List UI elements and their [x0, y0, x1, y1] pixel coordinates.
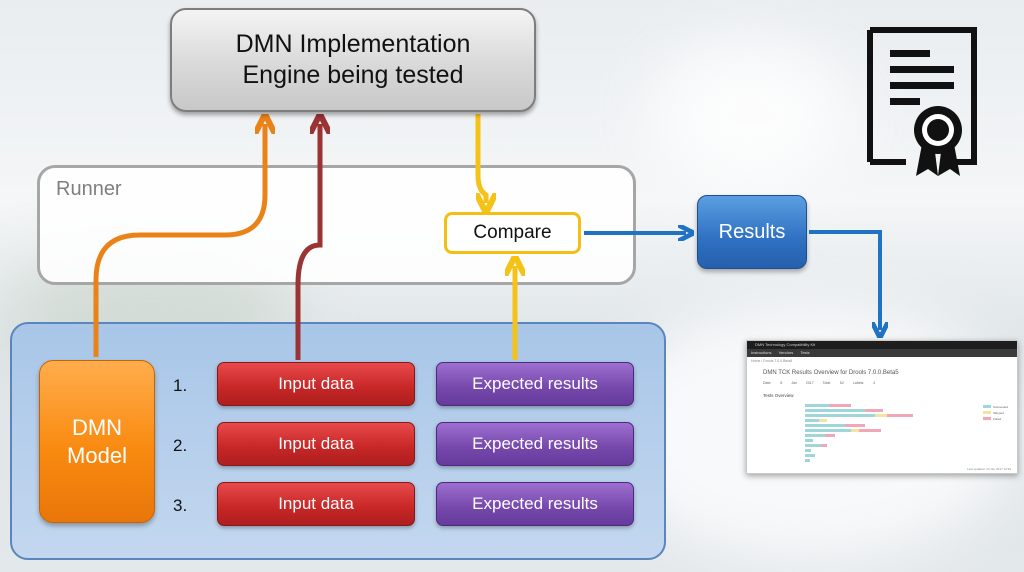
input-data-label: Input data — [278, 374, 354, 393]
report-header: DMN Technology Compatibility Kit — [747, 341, 1017, 349]
report-chart-legend: Succeeded Skipped Failed — [983, 405, 1008, 421]
test-case-number: 1. — [173, 376, 188, 395]
test-case-number: 3. — [173, 496, 188, 515]
report-legend-item: Failed — [993, 417, 1002, 421]
runner-label: Runner — [56, 178, 122, 200]
compare-label: Compare — [473, 222, 552, 243]
report-meta-item: Date: 8 Jan 2017 — [763, 381, 814, 385]
input-to-engine-arrow — [295, 124, 320, 360]
report-meta-item: Labels: 4 — [852, 381, 876, 385]
expected-results-label: Expected results — [472, 434, 598, 453]
model-to-engine-arrow — [93, 124, 265, 357]
expected-results-label: Expected results — [472, 374, 598, 393]
report-meta-item: Total: 52 — [822, 381, 844, 385]
expected-results-box: Expected results — [436, 482, 634, 526]
engine-box: DMN Implementation Engine being tested — [170, 8, 536, 112]
input-data-box: Input data — [217, 362, 415, 406]
report-overview-heading: Tests Overview — [763, 393, 794, 398]
expected-results-box: Expected results — [436, 362, 634, 406]
input-data-label: Input data — [278, 434, 354, 453]
dmn-model-box: DMN Model — [39, 360, 155, 523]
report-footer: Last updated: 10 Jan 2017 13:39 — [967, 467, 1011, 471]
certificate-icon — [867, 27, 977, 176]
input-data-label: Input data — [278, 494, 354, 513]
dmn-model-line2: Model — [67, 442, 127, 468]
engine-to-compare-arrow — [475, 114, 486, 203]
report-legend-item: Succeeded — [993, 405, 1008, 409]
test-case-number: 2. — [173, 436, 188, 455]
report-meta: Date: 8 Jan 2017 Total: 52 Labels: 4 — [763, 381, 875, 385]
report-nav-item: Tests — [800, 350, 810, 355]
report-nav-item: Vendors — [778, 350, 794, 355]
report-breadcrumb: Home / Drools 7.0.0.Beta5 — [751, 359, 793, 363]
report-chart-rows — [805, 404, 913, 462]
expected-results-label: Expected results — [472, 494, 598, 513]
input-data-box: Input data — [217, 482, 415, 526]
report-bar-chart: Succeeded Skipped Failed — [805, 404, 1008, 462]
input-data-box: Input data — [217, 422, 415, 466]
report-legend-item: Skipped — [993, 411, 1004, 415]
engine-title-line2: Engine being tested — [242, 61, 464, 89]
results-label: Results — [718, 220, 786, 243]
results-report-thumbnail: DMN Technology Compatibility Kit Instruc… — [746, 340, 1018, 474]
report-nav: Instructions Vendors Tests — [747, 349, 1017, 357]
report-title: DMN TCK Results Overview for Drools 7.0.… — [763, 370, 899, 376]
dmn-model-line1: DMN — [71, 414, 123, 440]
results-box: Results — [697, 195, 807, 269]
engine-title-line1: DMN Implementation — [235, 30, 471, 58]
expected-results-box: Expected results — [436, 422, 634, 466]
compare-box: Compare — [444, 212, 581, 254]
report-nav-item: Instructions — [751, 350, 772, 355]
results-to-report-arrow — [809, 230, 880, 330]
